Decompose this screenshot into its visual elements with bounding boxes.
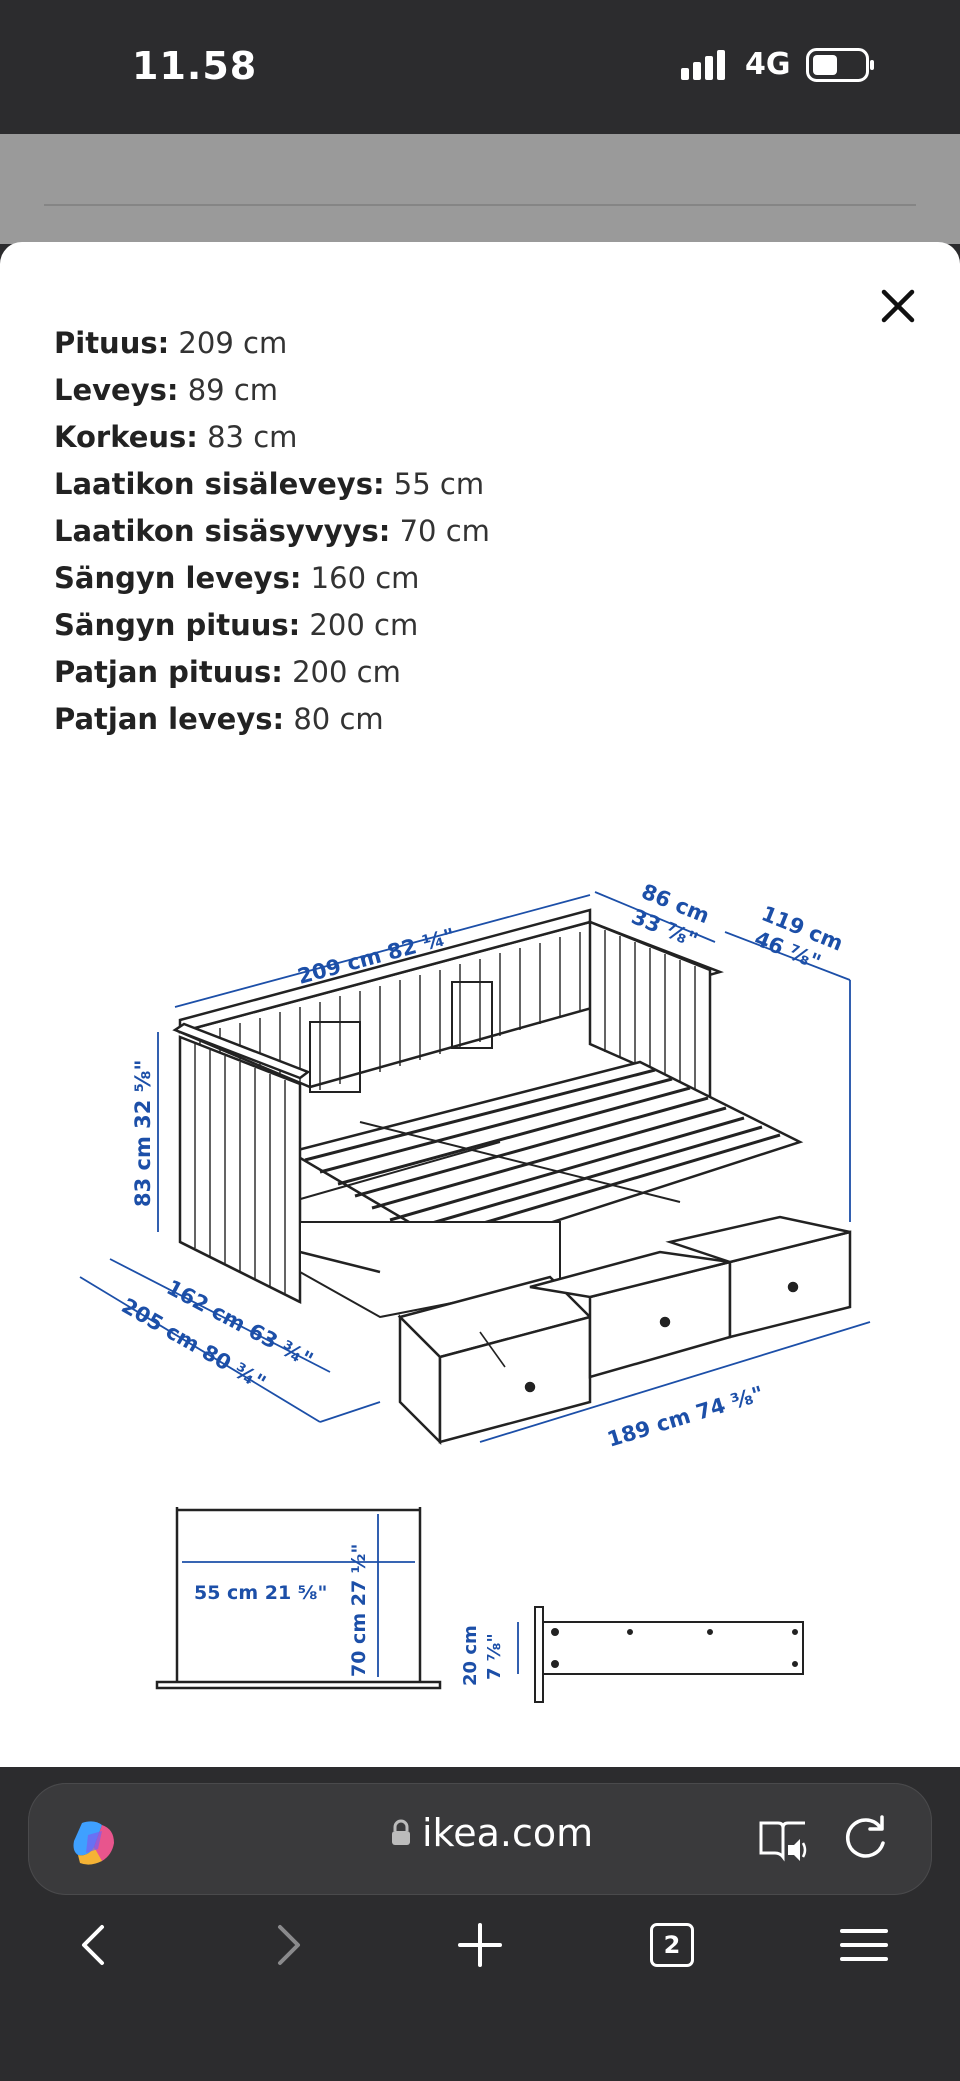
dim-height: 83 cm 32 ⅝" xyxy=(131,1060,155,1207)
daybed-dimension-drawing: 209 cm 82 ¼" 86 cm 33 ⅞" 119 cm 46 ⅞" 83… xyxy=(79,879,871,1703)
forward-icon[interactable] xyxy=(258,1915,318,1975)
status-time: 11.58 xyxy=(132,44,258,88)
spec-row: Laatikon sisäsyvyys: 70 cm xyxy=(54,514,490,548)
menu-icon[interactable] xyxy=(834,1915,894,1975)
drawer-height-drawing xyxy=(534,1606,804,1703)
product-dimensions-sheet: Pituus: 209 cm Leveys: 89 cm Korkeus: 83… xyxy=(0,242,960,1767)
url-display[interactable]: ikea.com xyxy=(390,1811,593,1855)
network-type: 4G xyxy=(745,47,791,82)
dim-drawer-height-cm: 20 cm xyxy=(460,1625,481,1686)
divider xyxy=(44,204,916,206)
reader-listen-icon[interactable] xyxy=(758,1817,808,1863)
spec-row: Patjan leveys: 80 cm xyxy=(54,702,384,736)
spec-row: Patjan pituus: 200 cm xyxy=(54,655,401,689)
spec-row: Pituus: 209 cm xyxy=(54,326,288,360)
dim-drawer-width: 55 cm 21 ⅝" xyxy=(194,1582,327,1604)
spec-row: Laatikon sisäleveys: 55 cm xyxy=(54,467,485,501)
tabs-button[interactable]: 2 xyxy=(642,1915,702,1975)
reload-icon[interactable] xyxy=(840,1813,890,1863)
spec-row: Sängyn leveys: 160 cm xyxy=(54,561,420,595)
dim-drawer-run: 189 cm 74 ⅜" xyxy=(604,1381,766,1451)
spec-row: Korkeus: 83 cm xyxy=(54,420,298,454)
battery-icon xyxy=(806,48,874,82)
lock-icon xyxy=(392,1819,410,1845)
drawer-detail-drawing xyxy=(155,1507,442,1690)
dimension-list: Pituus: 209 cm Leveys: 89 cm Korkeus: 83… xyxy=(54,326,924,743)
dimension-lines xyxy=(79,891,871,1443)
status-bar: 11.58 4G xyxy=(0,0,960,134)
browser-toolbar: ikea.com 2 xyxy=(0,1767,960,2081)
spec-row: Sängyn pituus: 200 cm xyxy=(54,608,419,642)
tab-count: 2 xyxy=(650,1923,694,1967)
url-domain: ikea.com xyxy=(422,1811,594,1855)
address-bar[interactable]: ikea.com xyxy=(28,1783,932,1895)
background-page xyxy=(0,134,960,244)
copilot-icon[interactable] xyxy=(68,1817,120,1869)
new-tab-icon[interactable] xyxy=(450,1915,510,1975)
signal-icon xyxy=(681,50,725,80)
spec-row: Leveys: 89 cm xyxy=(54,373,279,407)
dim-drawer-depth: 70 cm 27 ½" xyxy=(348,1544,370,1677)
back-icon[interactable] xyxy=(64,1915,124,1975)
dim-drawer-height-in: 7 ⅞" xyxy=(484,1633,505,1680)
close-icon[interactable] xyxy=(876,284,920,328)
daybed-illustration xyxy=(172,908,852,1446)
